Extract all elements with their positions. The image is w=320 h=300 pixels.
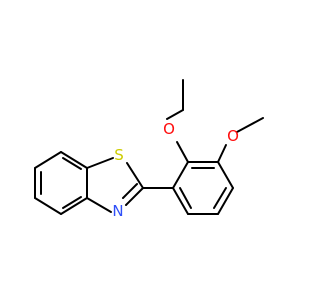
substituents	[166, 79, 264, 163]
methoxy-ethoxy-phenyl-ring	[142, 161, 234, 215]
nitrogen-atom-label: N	[112, 202, 123, 220]
inner-double-bond	[179, 187, 192, 209]
bond	[126, 162, 144, 189]
bond	[217, 187, 234, 215]
bond	[172, 187, 189, 215]
double-bond	[122, 183, 138, 199]
ethoxy-oxygen-label: O	[163, 120, 175, 138]
inner-double-bond	[213, 187, 227, 209]
inner-double-bond	[62, 196, 82, 209]
bond	[172, 161, 189, 189]
molecule-canvas: S N O O	[34, 79, 264, 220]
bond	[34, 197, 62, 215]
bond	[60, 151, 88, 169]
bond	[176, 141, 189, 163]
bond	[217, 144, 227, 163]
bond	[86, 157, 114, 169]
bond	[60, 197, 88, 215]
inner-double-bond	[62, 157, 82, 170]
bond	[86, 197, 112, 213]
bond	[125, 187, 144, 206]
thiazole-ring	[86, 157, 144, 213]
structure-diagram: S N O O	[34, 79, 264, 220]
sulfur-atom-label: S	[114, 146, 124, 164]
methoxy-oxygen-label: O	[227, 127, 239, 145]
bond	[236, 117, 264, 133]
benzene-ring-fused	[34, 151, 88, 215]
bond	[217, 161, 234, 189]
bond	[166, 109, 184, 120]
bond	[34, 151, 62, 169]
